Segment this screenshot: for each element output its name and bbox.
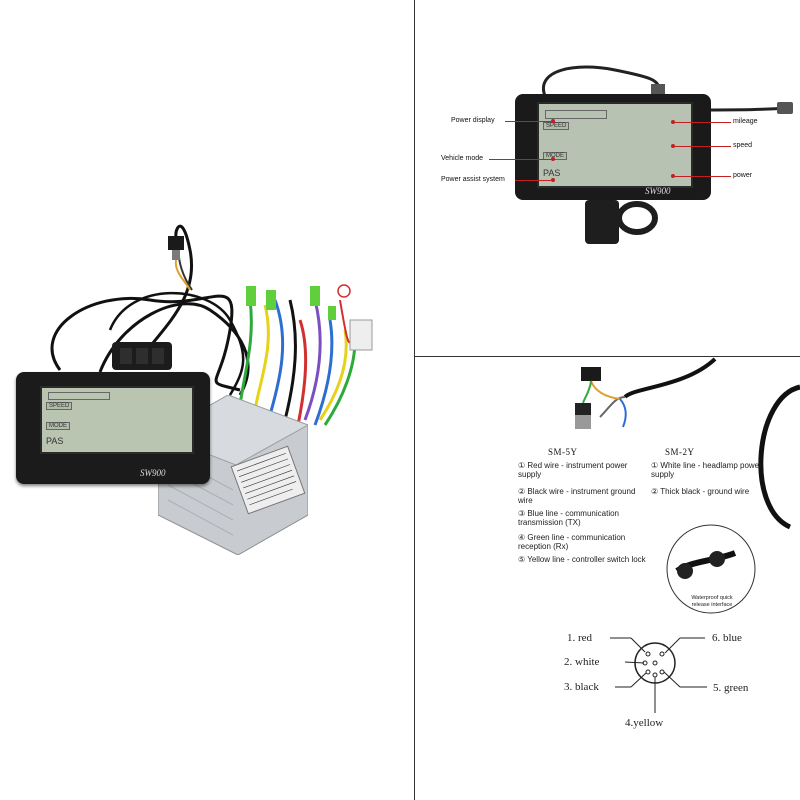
sm5y-title: SM-5Y <box>548 447 578 457</box>
callout-dot <box>551 119 555 123</box>
callout-dot <box>551 178 555 182</box>
lcd-mode-label: MODE <box>543 152 567 160</box>
sm5y-item: ⑤ Yellow line - controller switch lock <box>518 555 646 564</box>
lcd-mode-label: MODE <box>46 422 70 430</box>
lcd-speed-label: SPEED <box>543 122 570 130</box>
callout-line <box>675 146 731 147</box>
callout-power-display: Power display <box>451 117 495 124</box>
panel-divider-horizontal <box>414 356 800 357</box>
callout-speed: speed <box>733 142 753 149</box>
lcd-pas-label: PAS <box>543 168 561 178</box>
pin-1-label: 1. red <box>567 632 593 644</box>
lcd-pas-label: PAS <box>46 436 64 446</box>
callout-line <box>489 159 551 160</box>
cable-bundle-illustration <box>50 224 373 426</box>
callout-line <box>675 176 731 177</box>
callout-vehicle-mode: Vehicle mode <box>441 155 484 162</box>
display-cable-illustration <box>541 65 793 244</box>
sm5y-item: ③ Blue line - communication transmission… <box>518 509 619 527</box>
sm2y-title: SM-2Y <box>665 447 695 457</box>
pin-2-label: 2. white <box>564 656 600 668</box>
power-bar <box>48 392 110 400</box>
annotated-lcd-display: SPEED MODE PAS SW900 <box>515 94 711 200</box>
callout-line <box>505 121 551 122</box>
pin-4-label: 4.yellow <box>625 717 664 729</box>
callout-dot <box>671 144 675 148</box>
model-label: SW900 <box>140 468 166 478</box>
sm5y-item: ④ Green line - communication reception (… <box>518 533 626 551</box>
panel-divider-vertical <box>414 0 415 800</box>
callout-line <box>515 180 551 181</box>
sm2y-item: ② Thick black - ground wire <box>651 487 750 496</box>
sm5y-item: ① Red wire - instrument power supply <box>518 461 628 479</box>
wiring-guide-panel: SM-5Y SM-2Y ① Red wire - instrument powe… <box>415 357 800 800</box>
product-photo-panel: SPEED MODE PAS SW900 <box>16 224 373 556</box>
wiring-illustration <box>575 357 800 713</box>
power-bar <box>545 110 607 119</box>
callout-dot <box>671 120 675 124</box>
callout-power: power <box>733 172 753 179</box>
lcd-screen: SPEED MODE PAS <box>40 386 194 454</box>
annotated-display-panel: SPEED MODE PAS SW900 Power display Vehic… <box>415 0 800 356</box>
callout-line <box>675 122 731 123</box>
lcd-display-unit: SPEED MODE PAS SW900 <box>16 372 210 484</box>
sm5y-item: ② Black wire - instrument ground wire <box>518 487 636 505</box>
callout-dot <box>671 174 675 178</box>
callout-dot <box>551 157 555 161</box>
annotated-lcd-screen: SPEED MODE PAS <box>537 102 693 188</box>
interface-caption: Waterproof quick release interface <box>691 595 733 608</box>
pin-5-label: 5. green <box>713 682 749 694</box>
pin-6-label: 6. blue <box>712 632 742 644</box>
sm2y-item: ① White line - headlamp power supply <box>651 461 762 479</box>
lcd-speed-label: SPEED <box>46 402 73 410</box>
pin-3-label: 3. black <box>564 681 599 693</box>
model-label: SW900 <box>645 186 671 196</box>
callout-power-assist-system: Power assist system <box>441 176 505 183</box>
callout-mileage: mileage <box>733 118 758 125</box>
